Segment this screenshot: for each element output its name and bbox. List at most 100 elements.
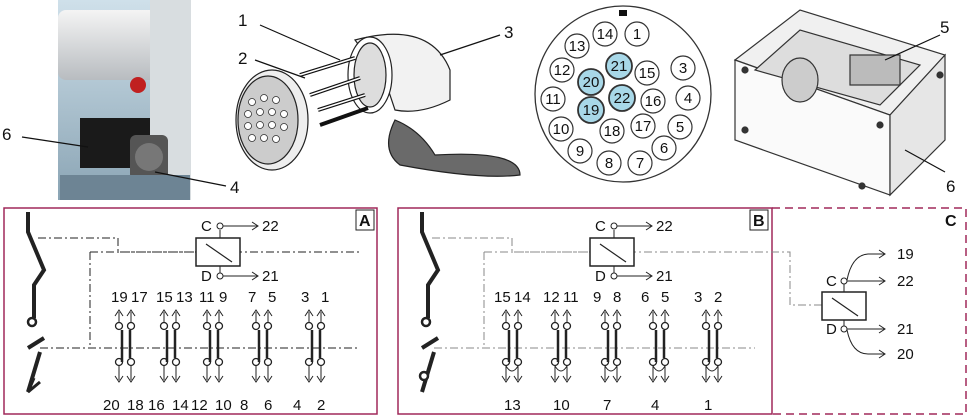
panel-a-bottom-pin: 4 <box>293 397 301 414</box>
leader-6a <box>21 136 89 148</box>
connector-pin <box>640 88 666 114</box>
panel-a-bottom-pin: 16 <box>148 397 165 414</box>
connector-pin <box>634 60 660 86</box>
leader-2 <box>254 59 306 79</box>
connector-pin-label: 8 <box>605 155 613 172</box>
callout-6a: 6 <box>2 125 11 144</box>
panel-a-top-pin: 13 <box>176 289 193 306</box>
panel-a-schematic <box>26 212 360 394</box>
connector-pin <box>599 118 625 144</box>
connector-pin-label: 11 <box>545 91 561 108</box>
connector-pin-label: 18 <box>604 123 621 140</box>
panel-a-top-pin: 19 <box>111 289 128 306</box>
panel-a-bottom-pin: 14 <box>172 397 189 414</box>
connector-pin-label: 20 <box>583 74 600 91</box>
panel-a-title-box <box>355 209 375 231</box>
panel-a-coil-d: D <box>201 268 212 285</box>
connector-pin <box>651 135 677 161</box>
connector-pin <box>548 116 574 142</box>
panel-b-coil-d-node <box>610 272 618 280</box>
panel-c-coil-c-node <box>840 277 848 285</box>
connector-pin-label: 1 <box>633 26 641 43</box>
leader-6b <box>904 149 946 173</box>
panel-c-frame <box>772 207 967 415</box>
panel-a-bottom-pin: 10 <box>215 397 232 414</box>
panel-b-schematic <box>418 212 822 393</box>
connector-pin <box>540 86 566 112</box>
panel-b-top-pin: 15 <box>494 289 511 306</box>
panel-a-coil-c-pin: 22 <box>262 218 279 235</box>
panel-a-bottom-pin: 12 <box>191 397 208 414</box>
panel-a-coil-d-node <box>216 272 224 280</box>
panel-b-top-pin: 12 <box>543 289 560 306</box>
connector-pin <box>549 57 575 83</box>
connector-pin <box>624 21 650 47</box>
connector-pin <box>630 113 656 139</box>
connector-pin <box>567 138 593 164</box>
panel-c-pin-20: 20 <box>897 346 914 363</box>
panel-b-top-pin: 8 <box>613 289 621 306</box>
panel-c-coil-c: C <box>826 273 837 290</box>
connector-pin <box>564 33 590 59</box>
panel-a-bottom-pin: 6 <box>264 397 272 414</box>
connector-pin-label: 15 <box>639 65 656 82</box>
panel-b-bottom-pin: 7 <box>603 397 611 414</box>
panel-b-title-box <box>749 209 769 231</box>
panel-a-top-pin: 17 <box>131 289 148 306</box>
connector-pin <box>667 114 693 140</box>
panel-b-arrow-d <box>617 271 653 281</box>
connector-pin-label: 14 <box>597 26 614 43</box>
connector-pin-label: 10 <box>553 121 570 138</box>
panel-b-coil-c: C <box>595 218 606 235</box>
connector-pin <box>577 68 605 96</box>
connector-pin <box>627 150 653 176</box>
panel-b-bottom-pin: 1 <box>704 397 712 414</box>
connector-pin-label: 21 <box>611 58 628 75</box>
connector-pin-label: 5 <box>676 119 684 136</box>
panel-a-top-pin: 5 <box>268 289 276 306</box>
connector-pin-label: 12 <box>554 62 571 79</box>
connector-pin-label: 13 <box>569 38 586 55</box>
panel-a-arrow-c <box>223 221 259 231</box>
panel-a-coil-d-pin: 21 <box>262 268 279 285</box>
callout-3: 3 <box>504 23 513 42</box>
callout-2: 2 <box>238 49 247 68</box>
panel-a-top-pin: 3 <box>301 289 309 306</box>
panel-b-top-pin: 3 <box>694 289 702 306</box>
panel-a-top-pin: 9 <box>219 289 227 306</box>
panel-a-bottom-pin: 2 <box>317 397 325 414</box>
connector-pin <box>596 150 622 176</box>
callout-5: 5 <box>940 18 949 37</box>
panel-b-title: B <box>753 213 765 230</box>
leader-3 <box>439 34 501 56</box>
callout-1: 1 <box>238 11 247 30</box>
panel-c-pin-19: 19 <box>897 246 914 263</box>
connector-pin <box>608 84 636 112</box>
panel-b-top-pin: 6 <box>641 289 649 306</box>
panel-c-coil-d: D <box>826 321 837 338</box>
callout-4: 4 <box>230 178 239 197</box>
panel-c-title: C <box>945 213 957 230</box>
panel-a-top-pin: 15 <box>156 289 173 306</box>
panel-b-coil-d-pin: 21 <box>656 268 673 285</box>
callout-6b: 6 <box>946 177 955 196</box>
panel-b-top-pin: 11 <box>563 289 579 306</box>
leader-1 <box>259 24 341 61</box>
connector-pin <box>675 85 701 111</box>
panel-b-coil-c-node <box>610 222 618 230</box>
panel-b-bottom-pin: 13 <box>504 397 521 414</box>
panel-a-top-pin: 7 <box>248 289 256 306</box>
panel-a-coil-c-node <box>216 222 224 230</box>
connector-pin-label: 9 <box>576 143 584 160</box>
panel-a-bottom-pin: 8 <box>240 397 248 414</box>
connector-pin-label: 4 <box>684 90 692 107</box>
connector-pin-label: 16 <box>645 93 662 110</box>
panel-b-bottom-pin: 10 <box>553 397 570 414</box>
panel-b-top-pin: 9 <box>593 289 601 306</box>
panel-a-top-pin: 1 <box>321 289 329 306</box>
panel-a-bottom-pin: 18 <box>127 397 144 414</box>
leader-4 <box>154 171 227 187</box>
